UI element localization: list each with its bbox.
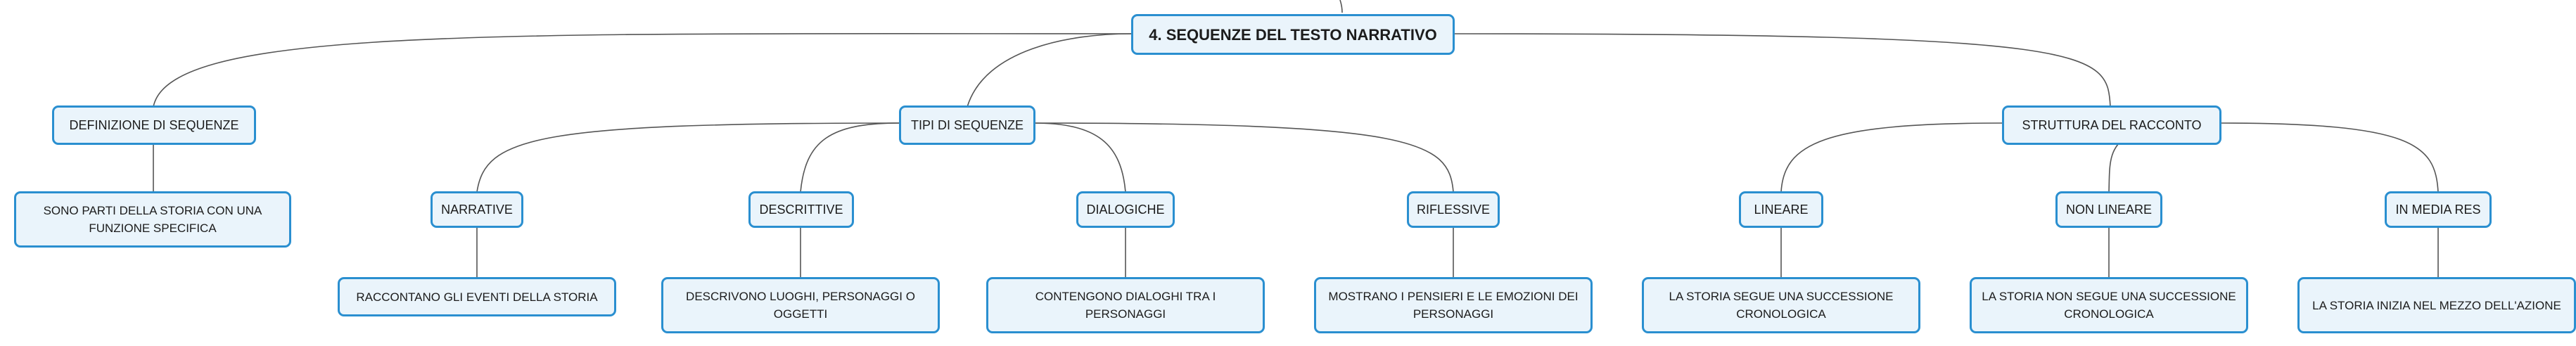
node-label: LINEARE [1754,202,1809,217]
leaf-riflessive-detail[interactable]: MOSTRANO I PENSIERI E LE EMOZIONI DEI PE… [1314,277,1593,333]
node-label: NARRATIVE [441,202,513,217]
node-dialogiche[interactable]: DIALOGICHE [1076,191,1175,228]
leaf-label: SONO PARTI DELLA STORIA CON UNA FUNZIONE… [43,204,262,235]
node-label: STRUTTURA DEL RACCONTO [2022,117,2202,132]
connector-tipi-dialogiche [1033,122,1126,193]
leaf-lineare-detail[interactable]: LA STORIA SEGUE UNA SUCCESSIONE CRONOLOG… [1642,277,1920,333]
connector-root-definizione [153,32,1132,108]
leaf-definizione[interactable]: SONO PARTI DELLA STORIA CON UNA FUNZIONE… [14,191,291,248]
node-riflessive[interactable]: RIFLESSIVE [1407,191,1500,228]
root-label: 4. SEQUENZE DEL TESTO NARRATIVO [1149,25,1437,44]
connector-struttura-mediares [2219,122,2439,193]
leaf-label: LA STORIA NON SEGUE UNA SUCCESSIONE CRON… [1982,290,2236,321]
leaf-dialogiche-detail[interactable]: CONTENGONO DIALOGHI TRA I PERSONAGGI [986,277,1265,333]
node-label: TIPI DI SEQUENZE [910,117,1024,132]
leaf-narrative-detail[interactable]: RACCONTANO GLI EVENTI DELLA STORIA [338,277,616,316]
connector-tipi-descrittive [800,122,900,193]
node-non-lineare[interactable]: NON LINEARE [2055,191,2162,228]
node-label: DIALOGICHE [1086,202,1165,217]
node-label: IN MEDIA RES [2395,202,2481,217]
leaf-mediares-detail[interactable]: LA STORIA INIZIA NEL MEZZO DELL'AZIONE [2297,277,2576,333]
leaf-label: RACCONTANO GLI EVENTI DELLA STORIA [356,290,598,304]
leaf-nonlineare-detail[interactable]: LA STORIA NON SEGUE UNA SUCCESSIONE CRON… [1970,277,2248,333]
node-struttura-del-racconto[interactable]: STRUTTURA DEL RACCONTO [2002,105,2221,145]
node-lineare[interactable]: LINEARE [1739,191,1823,228]
node-narrative[interactable]: NARRATIVE [431,191,523,228]
connector-tipi-riflessive [1033,122,1454,193]
connector-root-struttura [1453,33,2111,108]
node-label: DEFINIZIONE DI SEQUENZE [69,117,239,132]
node-descrittive[interactable]: DESCRITTIVE [748,191,854,228]
node-in-media-res[interactable]: IN MEDIA RES [2385,191,2492,228]
leaf-label: DESCRIVONO LUOGHI, PERSONAGGI O OGGETTI [686,290,915,321]
leaf-label: MOSTRANO I PENSIERI E LE EMOZIONI DEI PE… [1328,290,1579,321]
leaf-label: CONTENGONO DIALOGHI TRA I PERSONAGGI [1035,290,1216,321]
connector-tipi-narrative [476,122,900,193]
node-label: DESCRITTIVE [759,202,843,217]
connector-root-tipi [967,33,1132,108]
leaf-label: LA STORIA INIZIA NEL MEZZO DELL'AZIONE [2312,298,2561,312]
node-definizione-di-sequenze[interactable]: DEFINIZIONE DI SEQUENZE [52,105,256,145]
node-tipi-di-sequenze[interactable]: TIPI DI SEQUENZE [899,105,1035,145]
node-label: RIFLESSIVE [1416,202,1491,217]
connector-struttura-lineare [1780,122,2003,193]
leaf-descrittive-detail[interactable]: DESCRIVONO LUOGHI, PERSONAGGI O OGGETTI [661,277,940,333]
leaf-label: LA STORIA SEGUE UNA SUCCESSIONE CRONOLOG… [1669,290,1894,321]
connector-root-parent [1339,0,1343,13]
root-node[interactable]: 4. SEQUENZE DEL TESTO NARRATIVO [1131,14,1455,55]
node-label: NON LINEARE [2065,202,2153,217]
